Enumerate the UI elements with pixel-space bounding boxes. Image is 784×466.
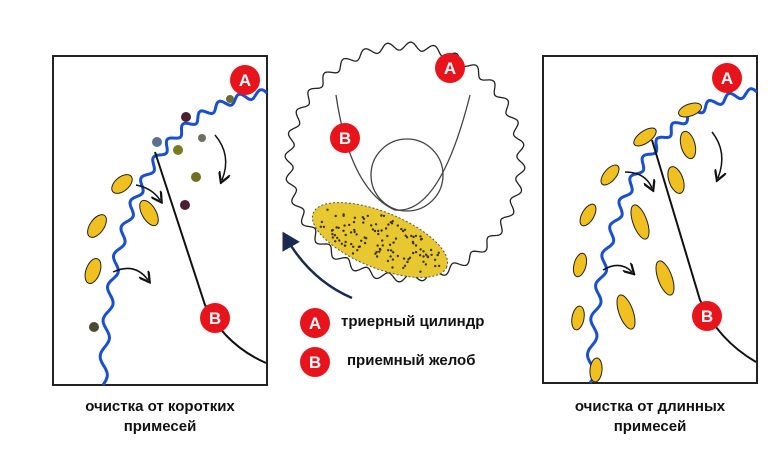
svg-text:A: A [721,69,733,88]
badge-b-right: B [692,301,722,331]
svg-text:A: A [444,59,456,78]
right-panel-frame [543,56,757,383]
legend-badge-b: B [300,347,330,377]
legend-a-text: триерный цилиндр [341,313,484,330]
caption-right-line1: очистка от длинных [530,397,770,417]
svg-text:B: B [209,309,221,328]
svg-text:A: A [309,314,321,333]
svg-text:B: B [309,353,321,372]
caption-right-line2: примесей [530,417,770,437]
caption-left-line2: примесей [40,417,280,437]
right-panel-long-impurities [543,56,757,383]
legend-b-text: приемный желоб [347,352,475,369]
badge-b-left: B [200,303,230,333]
badge-a-center: A [435,53,465,83]
left-panel-short-impurities [53,56,267,385]
badge-b-center: B [330,123,360,153]
svg-text:B: B [701,307,713,326]
badge-a-left: A [230,65,260,95]
svg-text:B: B [339,129,351,148]
caption-right: очистка от длинных примесей [530,397,770,437]
caption-left-line1: очистка от коротких [40,397,280,417]
left-panel-frame [53,56,267,385]
svg-text:A: A [239,71,251,90]
legend-badge-a: A [300,308,330,338]
badge-a-right: A [712,63,742,93]
caption-left: очистка от коротких примесей [40,397,280,437]
trier-cylinder-cross-section [285,42,525,298]
